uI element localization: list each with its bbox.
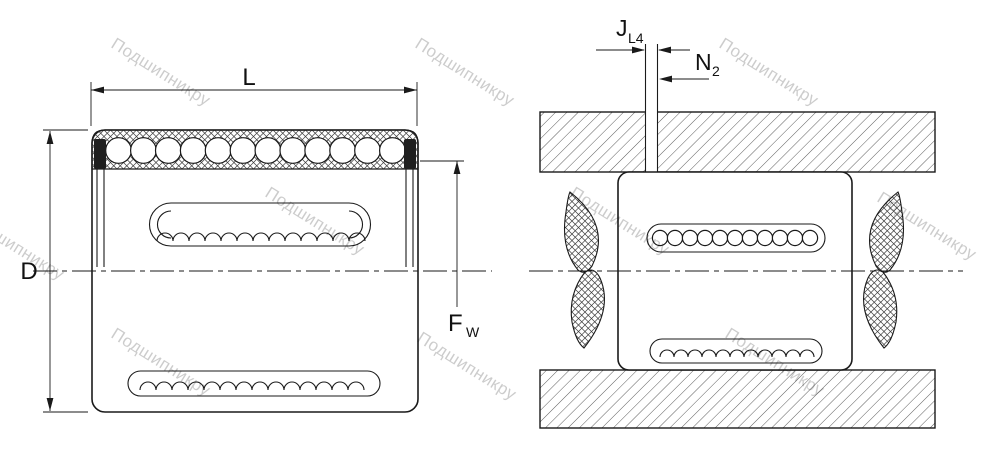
dimension-Fw-label: F: [448, 310, 463, 337]
inner-wall-lines: [96, 169, 414, 267]
dimension-L-label: L: [242, 64, 255, 91]
dimension-JL4: J L4: [596, 15, 690, 54]
dimension-JL4-label: J: [616, 15, 628, 41]
ball-track-bottom: [127, 370, 381, 397]
shaft-seal-right: [863, 191, 905, 349]
dimension-Fw-subscript: W: [466, 324, 480, 340]
lubrication-hole: [644, 44, 659, 184]
dimension-N2: N 2: [659, 49, 720, 83]
dimension-L: L: [90, 64, 418, 126]
dimension-Fw: F W: [420, 160, 480, 340]
ball-row-top: [646, 223, 826, 253]
right-view-mounted-section: J L4 N 2: [529, 15, 963, 429]
housing-top-block: [539, 111, 936, 173]
ball-row-top-band: [105, 137, 406, 164]
dimension-D: D: [20, 129, 88, 413]
housing-bottom-block: [539, 369, 936, 429]
seal-right: [404, 139, 416, 169]
shaft-seal-left: [563, 191, 605, 349]
ball-row-bottom: [649, 338, 823, 364]
dimension-N2-subscript: 2: [712, 63, 720, 79]
left-view-bearing-section: L D F W: [20, 64, 492, 413]
dimension-N2-label: N: [695, 49, 712, 75]
ball-recirculation-track: [148, 202, 372, 247]
seal-left: [94, 139, 106, 169]
dimension-JL4-subscript: L4: [628, 30, 644, 46]
dimension-D-label: D: [20, 258, 37, 285]
